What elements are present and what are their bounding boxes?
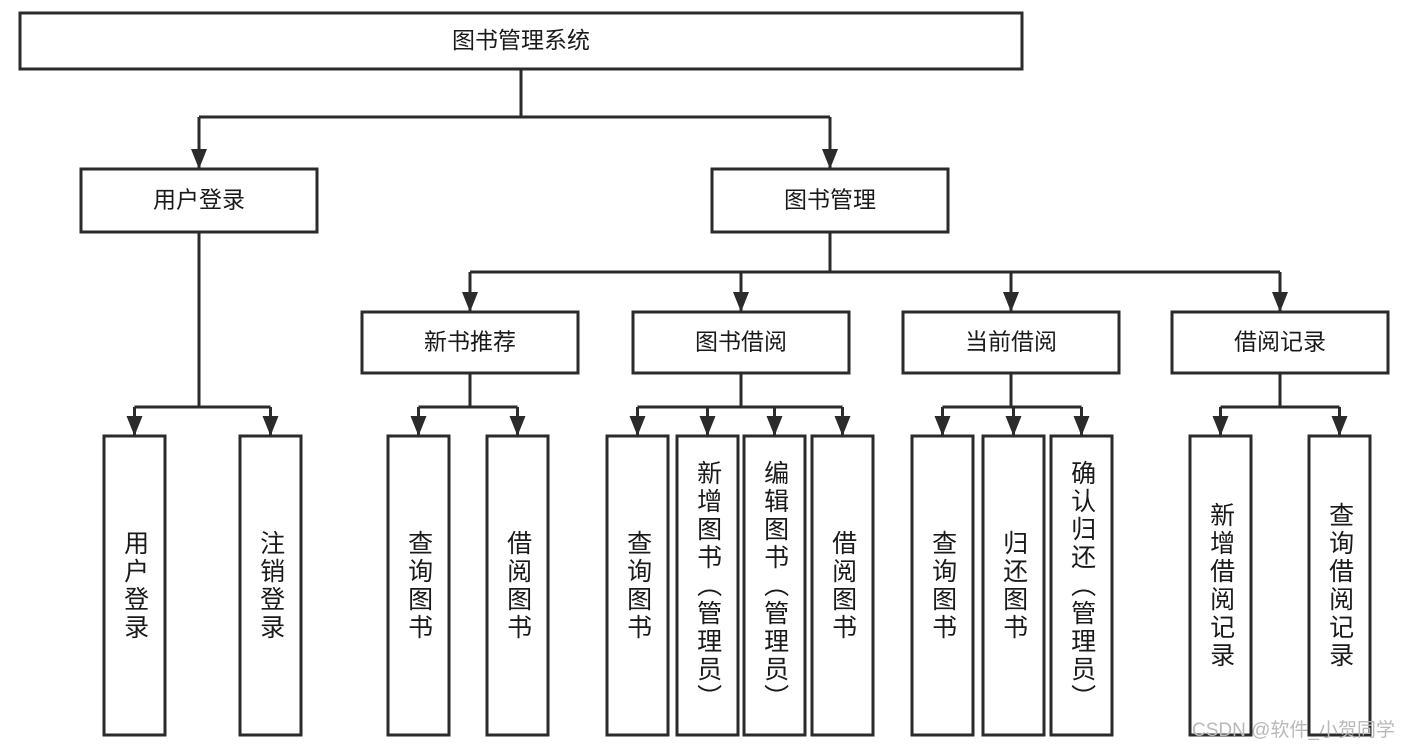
- leaf-node-box: [810, 434, 875, 737]
- level3-node-box: [1170, 310, 1390, 375]
- arrow-head-icon: [733, 292, 749, 312]
- level2-node-box: [710, 167, 950, 234]
- level3-node-label: 借阅记录: [1234, 329, 1326, 355]
- arrow-head-icon: [934, 416, 951, 436]
- root-node-box: [18, 11, 1024, 71]
- arrow-head-icon: [1272, 292, 1288, 312]
- watermark-text: CSDN @软件_小贺同学: [1192, 720, 1395, 741]
- level3-node-box: [360, 310, 580, 375]
- leaf-node-box: [1049, 434, 1114, 737]
- level2-node-label: 图书管理: [784, 187, 876, 213]
- arrow-head-icon: [1212, 416, 1229, 436]
- leaf-node-box: [910, 434, 975, 737]
- arrow-head-icon: [126, 416, 143, 436]
- level3-node-label: 图书借阅: [695, 329, 787, 355]
- level3-node-label: 新书推荐: [424, 329, 516, 355]
- arrow-head-icon: [191, 149, 207, 169]
- leaf-node-box: [742, 434, 807, 737]
- arrow-head-icon: [834, 416, 851, 436]
- leaf-node-box: [1307, 434, 1372, 737]
- level2-node-box: [79, 167, 319, 234]
- arrow-head-icon: [822, 149, 838, 169]
- connector-layer: [126, 69, 1348, 436]
- arrow-head-icon: [1073, 416, 1090, 436]
- root-node-label: 图书管理系统: [452, 27, 590, 53]
- arrow-head-icon: [509, 416, 526, 436]
- box-layer: [18, 11, 1390, 737]
- leaf-node-box: [675, 434, 740, 737]
- arrow-head-icon: [410, 416, 427, 436]
- arrow-head-icon: [766, 416, 783, 436]
- leaf-node-box: [102, 434, 167, 737]
- arrow-head-icon: [1005, 416, 1022, 436]
- leaf-node-box: [386, 434, 451, 737]
- arrow-head-icon: [462, 292, 478, 312]
- leaf-node-box: [981, 434, 1046, 737]
- arrow-head-icon: [262, 416, 279, 436]
- arrow-head-icon: [1003, 292, 1019, 312]
- level3-node-box: [901, 310, 1121, 375]
- leaf-node-box: [1188, 434, 1253, 737]
- level3-node-box: [631, 310, 851, 375]
- leaf-node-box: [605, 434, 670, 737]
- arrow-head-icon: [629, 416, 646, 436]
- arrow-head-icon: [699, 416, 716, 436]
- leaf-node-box: [485, 434, 550, 737]
- level2-node-label: 用户登录: [153, 187, 245, 213]
- leaf-node-box: [238, 434, 303, 737]
- level3-node-label: 当前借阅: [965, 329, 1057, 355]
- arrow-head-icon: [1331, 416, 1348, 436]
